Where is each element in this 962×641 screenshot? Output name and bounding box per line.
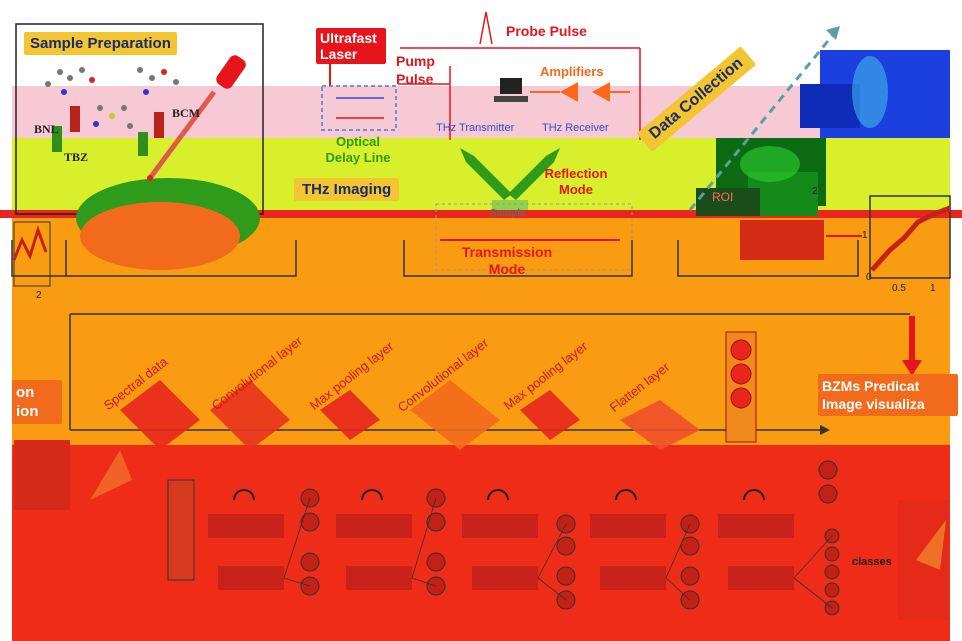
thz-optics-icon	[460, 148, 512, 200]
transmission-mode-label: Transmission Mode	[452, 244, 562, 278]
amplifiers-label: Amplifiers	[540, 64, 604, 79]
molecule-bcm-label: BCM	[172, 106, 200, 121]
dense-layer	[726, 332, 756, 442]
sample-label: Sample	[490, 208, 526, 219]
probe-pulse-label: Probe Pulse	[506, 23, 587, 39]
thz-imaging-title: THz Imaging	[294, 178, 399, 201]
amplifier-icon	[560, 82, 578, 102]
computer-icon	[494, 78, 528, 102]
reflection-mode-label: Reflection Mode	[536, 166, 616, 198]
classes-label: classes	[852, 556, 892, 568]
tick-1-right: 1	[862, 230, 868, 241]
tick-2-left: 2	[36, 290, 42, 301]
left-cut-title: on ion	[12, 380, 62, 424]
pump-pulse-label: Pump Pulse	[396, 52, 435, 88]
optical-delay-label: Optical Delay Line	[310, 134, 406, 166]
sample-prep-title: Sample Preparation	[24, 32, 177, 55]
tick-zero: 0	[866, 272, 872, 283]
molecule-bnl-label: BNL	[34, 122, 59, 137]
roi-label: ROI	[712, 190, 733, 204]
tick-1: 1	[930, 283, 936, 294]
thz-receiver-label: THz Receiver	[542, 122, 609, 134]
thz-transmitter-label: THz Transmitter	[436, 122, 514, 134]
molecule-tbz-label: TBZ	[64, 150, 88, 165]
bzm-prediction-title: BZMs Predicat Image visualiza	[818, 374, 958, 416]
tick-0-5: 0.5	[892, 283, 906, 294]
tick-2-right: 2	[812, 186, 818, 197]
ultrafast-laser-label: Ultrafast Laser	[316, 28, 386, 64]
process-block	[208, 514, 794, 590]
